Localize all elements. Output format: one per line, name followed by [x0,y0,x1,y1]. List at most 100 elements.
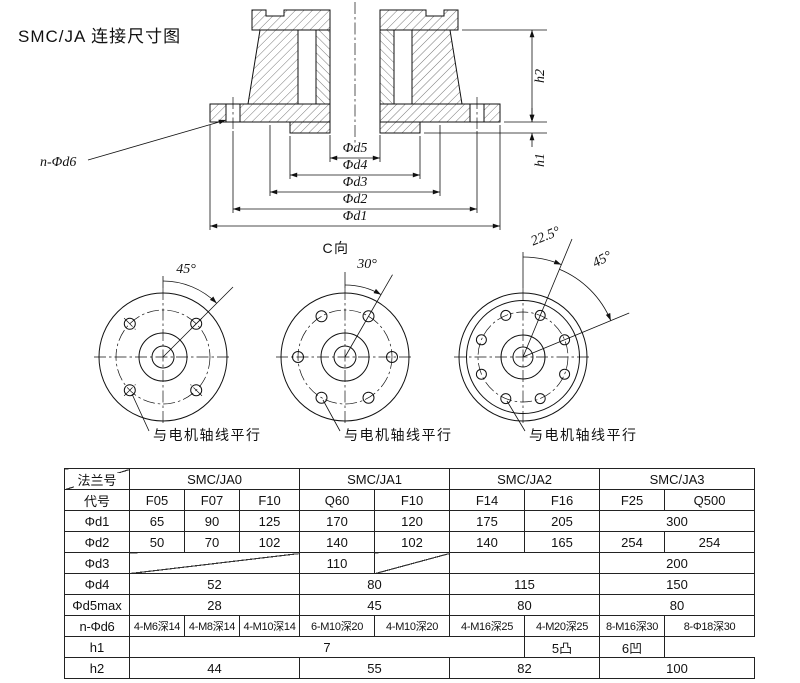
section-view [209,2,501,146]
bolt-hole [123,384,136,397]
value-cell: 4-M16深25 [449,615,526,637]
dim-phi-d2: Φd2 [343,192,368,207]
bolt-hole [315,310,328,323]
bolt-hole [475,334,487,346]
value-cell: 4-M8深14 [184,615,240,637]
code-cell: F07 [184,489,240,511]
value-cell: 70 [184,531,240,553]
dimension-table: 法兰号 SMC/JA0 SMC/JA1 SMC/JA2 SMC/JA3 代号 F… [64,468,756,679]
code-cell: Q500 [664,489,756,511]
shell-right [411,29,463,105]
code-cell: Q60 [299,489,376,511]
value-cell: 140 [449,531,526,553]
value-cell: 115 [449,573,601,595]
value-cell: 45 [299,594,451,616]
flange-view-6-hole: C向 30° 与电机轴线平行 [276,240,453,443]
flange-view-4-hole: 45° 与电机轴线平行 [94,262,262,443]
bolt-hole [292,351,304,363]
code-cell: F16 [524,489,601,511]
bolt-hole [190,317,203,330]
code-cell: F10 [374,489,451,511]
row-label: Φd4 [64,573,130,595]
value-cell: 80 [299,573,451,595]
code-cell: F14 [449,489,526,511]
pilot-left [289,121,331,134]
value-cell: 28 [128,594,301,616]
bolt-hole [123,317,136,330]
value-cell: 150 [599,573,756,595]
axis-note-2: 与电机轴线平行 [344,427,453,443]
row-label: n-Φd6 [64,615,130,637]
value-cell: 4-M6深14 [129,615,185,637]
value-cell: 6-M10深20 [299,615,376,637]
value-cell: 7 [128,636,526,658]
callout-n-phi-d6: n-Φd6 [40,155,76,170]
top-cap-left [251,9,331,31]
value-cell: 82 [449,657,601,679]
angle-225-label: 22.5° [529,224,563,249]
angle-45-label: 45° [176,262,196,277]
value-cell: 4-M10深14 [238,615,301,637]
bolt-hole [475,368,487,380]
dim-phi-d3: Φd3 [343,175,368,190]
hub-right [379,29,395,105]
dim-phi-d1: Φd1 [343,209,368,224]
flange-view-8-hole: 22.5° 45° 与电机轴线平行 [454,224,638,443]
value-cell: 50 [129,531,185,553]
height-dimensions: h2 h1 [424,29,548,167]
value-cell: 100 [599,657,756,679]
corner-cell: 法兰号 [64,468,130,490]
row-d2: Φd2 50 70 102 140 102 140 165 254 254 [64,531,756,553]
value-cell: 8-Φ18深30 [664,615,756,637]
axis-note-3: 与电机轴线平行 [529,427,638,443]
value-cell: 254 [664,531,756,553]
row-h2: h2 44 55 82 100 [64,657,756,679]
dim-h2: h2 [533,69,548,83]
code-label: 代号 [64,489,130,511]
group-smcja1: SMC/JA1 [299,468,451,490]
value-cell: 200 [599,552,756,574]
bolt-hole [559,334,571,346]
hub-left [315,29,331,105]
row-d1: Φd1 65 90 125 170 120 175 205 300 [64,510,756,532]
value-cell: 110 [299,552,376,574]
row-nd6: n-Φd6 4-M6深14 4-M8深14 4-M10深14 6-M10深20 … [64,615,756,637]
axis-note-1: 与电机轴线平行 [153,427,262,443]
value-cell: 102 [374,531,451,553]
view-c-label: C向 [322,240,349,256]
angle-45-right-label: 45° [590,249,615,272]
row-label: h1 [64,636,130,658]
diameter-dimensions: Φd5 Φd4 Φd3 Φd2 Φd1 [209,125,501,230]
hole-callout: n-Φd6 [40,119,227,170]
value-cell: 120 [374,510,451,532]
value-cell: 165 [524,531,601,553]
value-cell: 44 [128,657,301,679]
value-cell: 8-M16深30 [599,615,666,637]
group-smcja0: SMC/JA0 [128,468,301,490]
pilot-right [379,121,421,134]
top-cap-right [379,9,459,31]
code-cell: F25 [599,489,666,511]
value-cell: 90 [184,510,240,532]
value-cell: 140 [299,531,376,553]
code-cell: F10 [238,489,301,511]
value-cell: 300 [599,510,756,532]
row-d5max: Φd5max 28 45 80 80 [64,594,756,616]
value-cell: 5凸 [524,636,601,658]
row-d3: Φd3 110 200 [64,552,756,574]
value-cell: 6凹 [599,636,666,658]
bolt-hole [386,351,398,363]
bolt-hole [500,393,512,405]
empty-cell [449,552,601,574]
na-cell [374,552,451,574]
na-cell [128,552,301,574]
dim-h1: h1 [533,153,548,167]
value-cell: 55 [299,657,451,679]
code-cell: F05 [129,489,185,511]
drawing-title: SMC/JA 连接尺寸图 [18,27,182,46]
dim-phi-d5: Φd5 [343,141,368,156]
value-cell: 65 [129,510,185,532]
value-cell: 80 [449,594,601,616]
bolt-hole [190,384,203,397]
bolt-hole [534,309,546,321]
